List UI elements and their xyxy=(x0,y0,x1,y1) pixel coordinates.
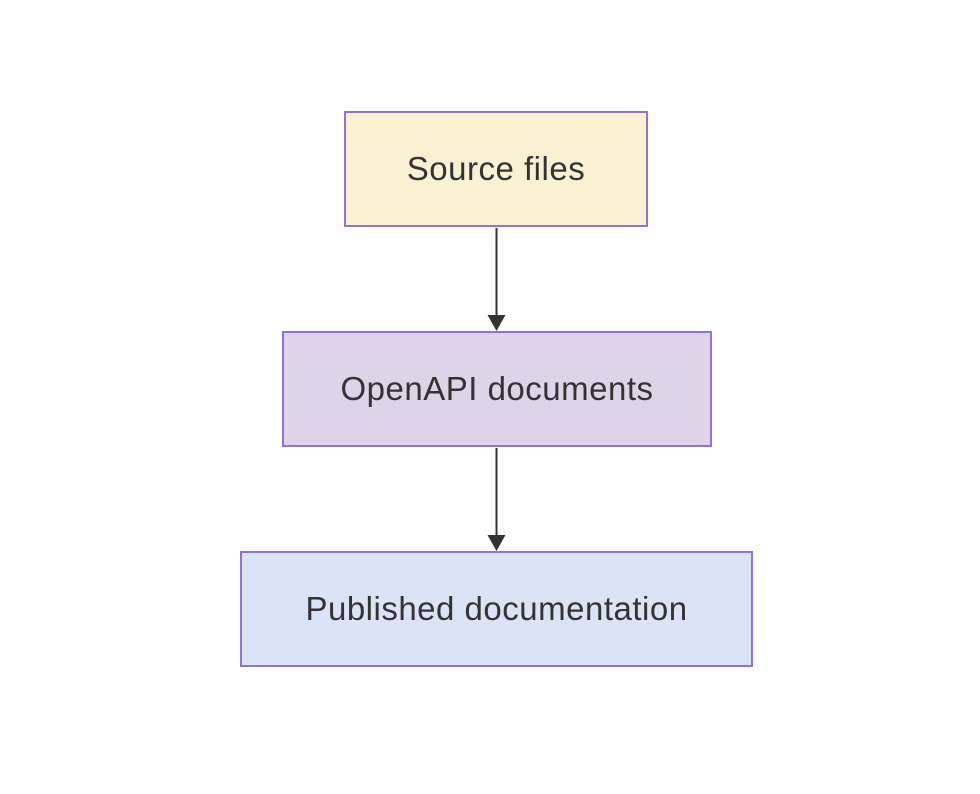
arrowhead-icon xyxy=(487,535,506,551)
edge-openapi-to-published xyxy=(487,448,506,551)
node-published-documentation-label: Published documentation xyxy=(305,590,688,627)
edge-source-to-openapi xyxy=(487,228,506,331)
node-published-documentation: Published documentation xyxy=(240,551,753,667)
node-source-files: Source files xyxy=(344,111,648,227)
node-openapi-documents-label: OpenAPI documents xyxy=(340,370,654,407)
node-source-files-label: Source files xyxy=(406,150,586,187)
node-openapi-documents: OpenAPI documents xyxy=(282,331,712,447)
arrowhead-icon xyxy=(487,315,506,331)
